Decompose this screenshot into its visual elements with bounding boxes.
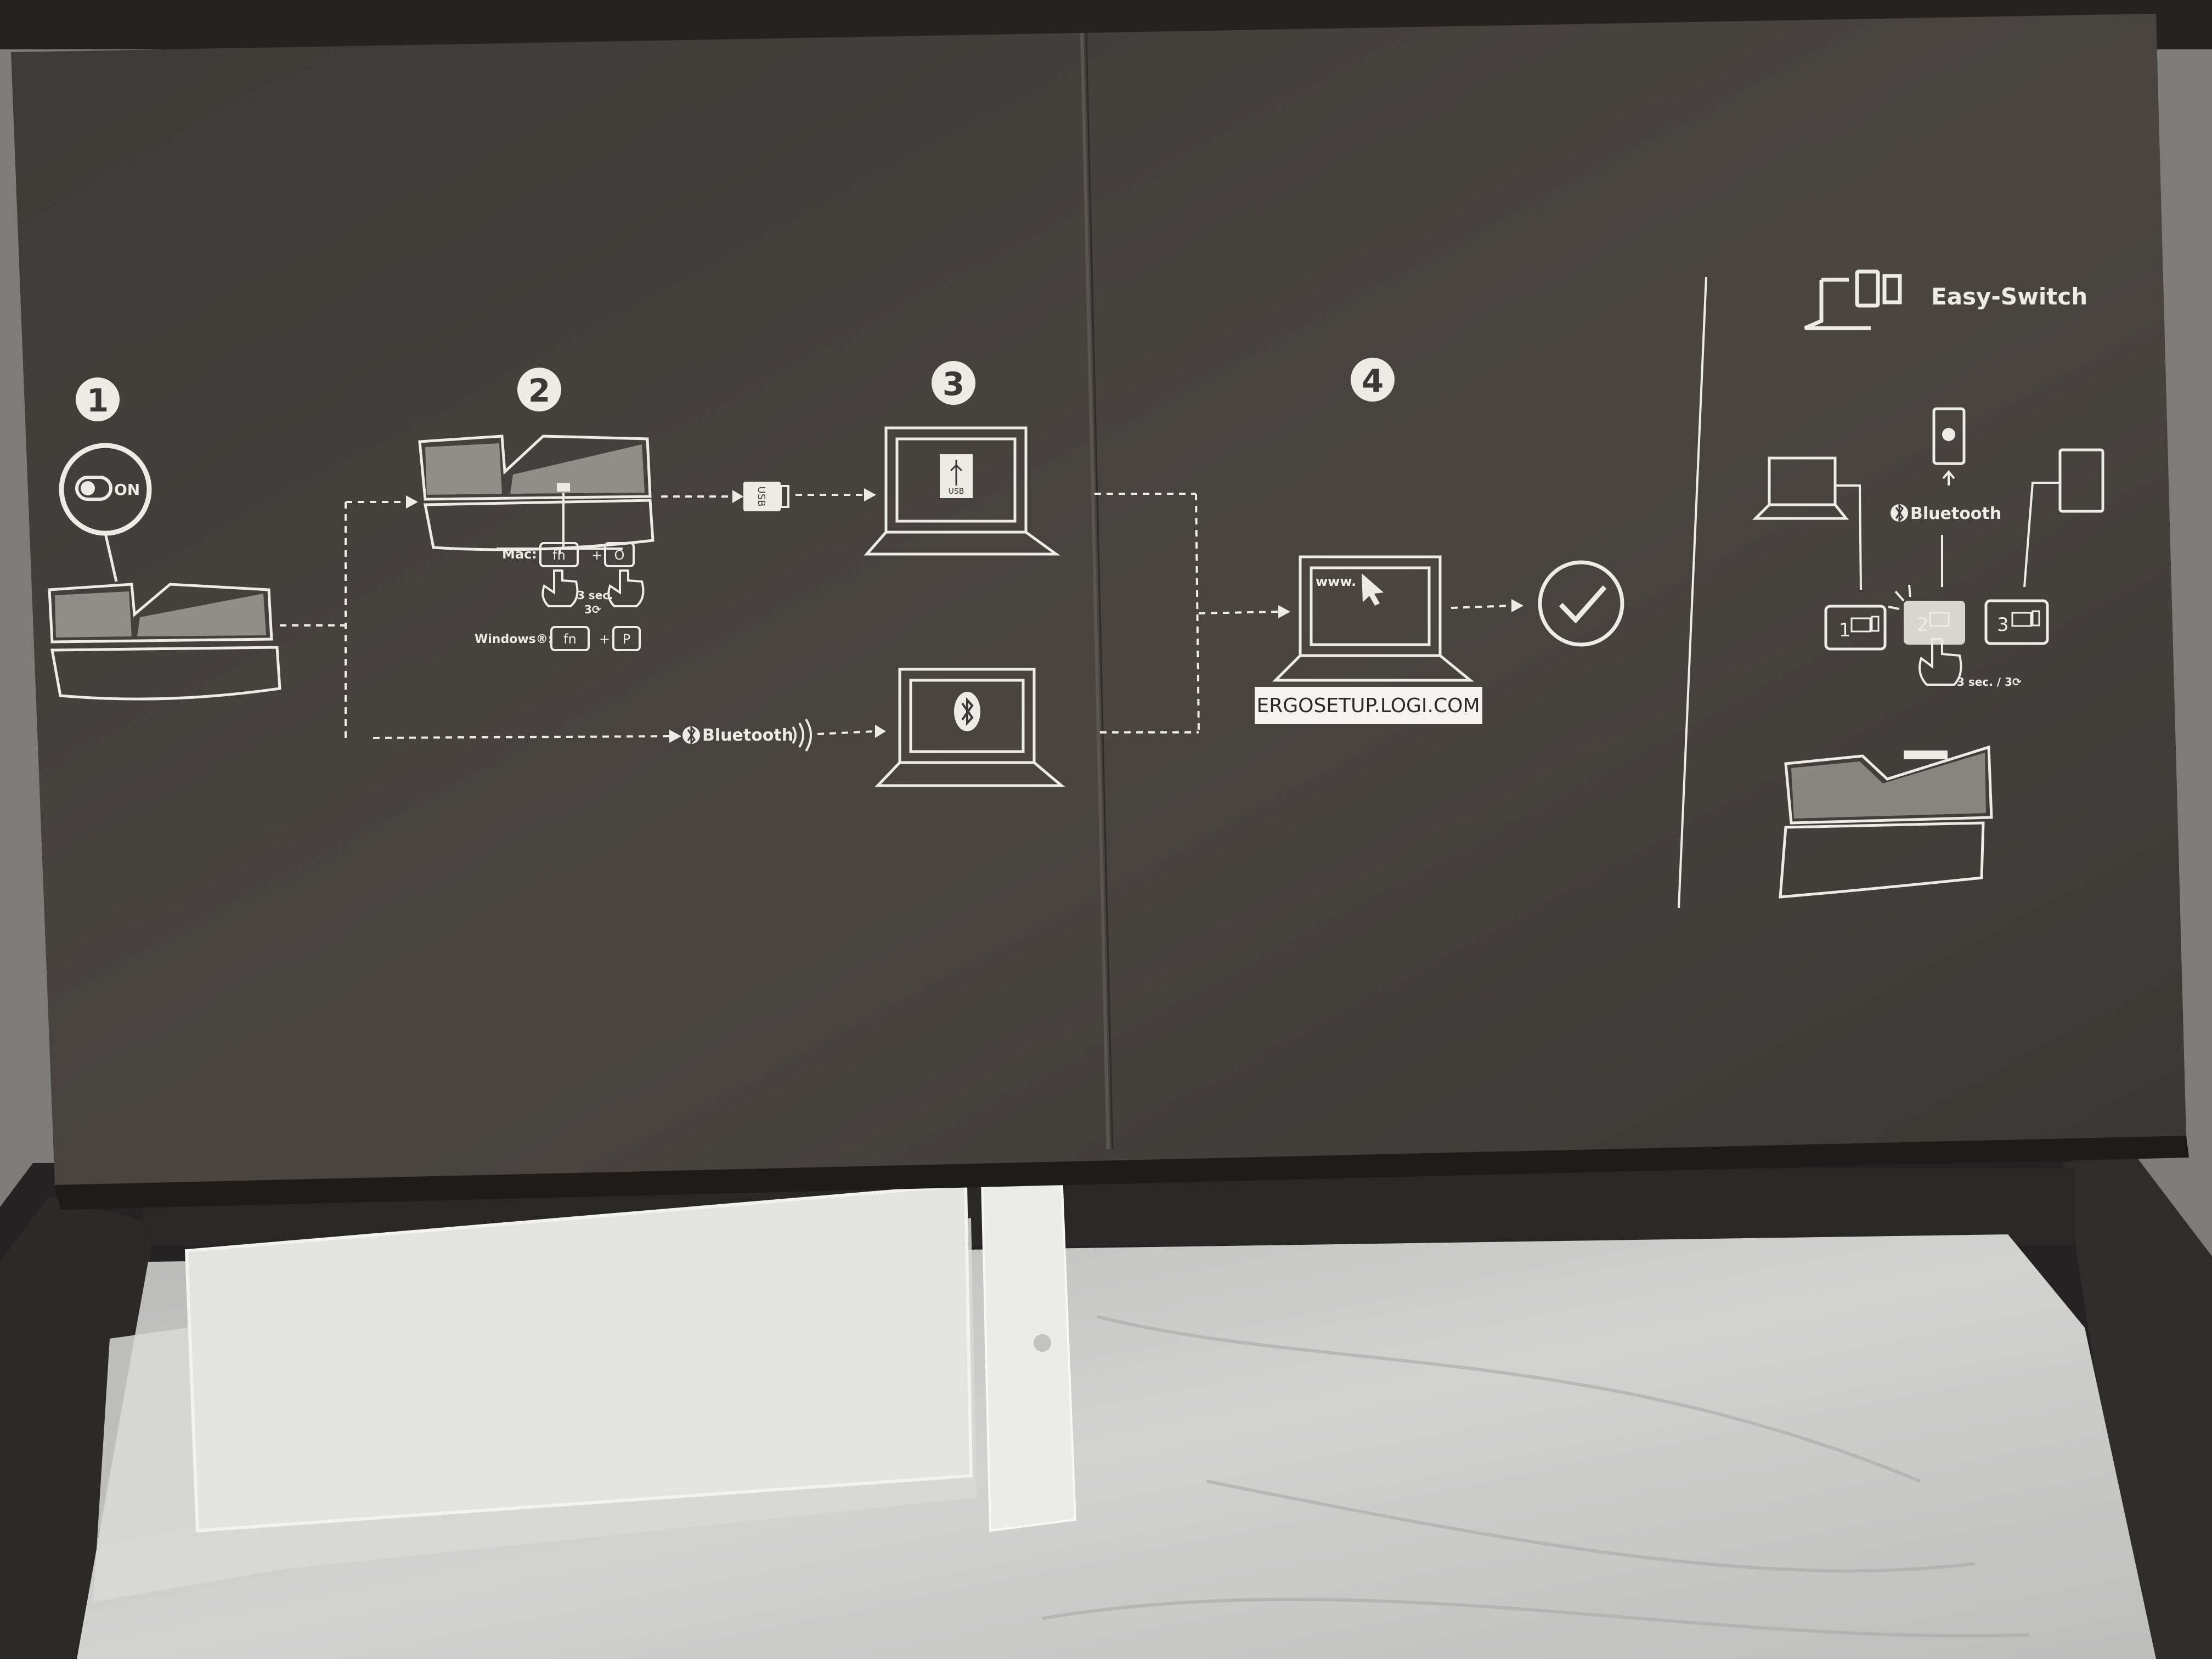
laptop-setup [1272, 555, 1475, 682]
cursor-arrow-icon [1362, 573, 1384, 606]
channel-key-3-number: 3 [1997, 614, 2009, 636]
lid-fold-crease [1080, 32, 1110, 1150]
usb-icon: USB [940, 454, 973, 498]
mac-o-key-label: O [614, 548, 625, 563]
plastic-film [184, 1183, 973, 1533]
step-3: 3 USB Bluetooth [682, 361, 1065, 787]
bluetooth-screen-icon [954, 692, 980, 731]
step-4: 4 www. ERGOSETUP.LOGI.COM [1255, 358, 1624, 724]
easy-switch-title: Easy-Switch [1931, 283, 2087, 310]
flow-split [345, 495, 681, 743]
power-switch-icon [75, 476, 112, 501]
step-2-badge [517, 368, 561, 411]
channel-key-1-number: 1 [1839, 619, 1851, 641]
bluetooth-label: Bluetooth [702, 726, 793, 745]
channel-hand-press-icon [1918, 638, 1962, 686]
setup-url: ERGOSETUP.LOGI.COM [1256, 695, 1480, 717]
phone-bluetooth-icon [1942, 428, 1955, 441]
device-laptop-icon [1752, 456, 1849, 520]
channel-key-2 [1904, 601, 1965, 645]
channel-key-1 [1824, 605, 1887, 651]
checkmark-icon [1559, 585, 1607, 624]
easy-switch-icon [1804, 269, 1902, 330]
plastic-hang-tab [980, 1172, 1077, 1532]
mac-o-key [604, 542, 635, 567]
step-3-number: 3 [943, 365, 964, 403]
channel-key-2-number: 2 [1917, 614, 1929, 636]
www-label: www. [1316, 574, 1356, 589]
tray-right-wall [2063, 1147, 2212, 1659]
mac-label: Mac: [502, 546, 537, 562]
bluetooth-signal-waves [792, 718, 812, 752]
keyboard-illustration-3 [1779, 745, 1993, 899]
device-tablet-icon [2058, 448, 2104, 513]
hand-press-icon [541, 569, 645, 607]
setup-url-box [1255, 687, 1482, 724]
easy-switch-divider [1678, 276, 1707, 909]
checkmark-circle [1538, 560, 1624, 647]
laptop-bluetooth [874, 668, 1065, 787]
bluetooth-icon [682, 725, 700, 745]
step-1-badge [76, 377, 120, 421]
easy-switch-panel: Easy-Switch Bluetooth 1 2 [1752, 269, 2104, 899]
win-p-key-label: P [623, 631, 630, 647]
lid-fold-highlight [1085, 32, 1114, 1150]
mac-plus: + [591, 548, 602, 563]
easy-switch-bluetooth-label: Bluetooth [1910, 504, 2001, 523]
channel-active-glow [1888, 584, 1911, 610]
lid-board [11, 14, 2186, 1185]
win-fn-key [550, 626, 590, 651]
mac-fn-key-label: fn [552, 548, 566, 563]
usb-screen-label: USB [949, 487, 964, 496]
win-fn-key-label: fn [563, 631, 577, 647]
step-4-badge [1351, 358, 1395, 402]
keyboard-illustration-1 [48, 583, 281, 701]
step-2-number: 2 [528, 372, 550, 409]
win-p-key [612, 626, 641, 651]
lid-bottom-edge [55, 1136, 2189, 1210]
device-phone-icon [1932, 407, 1966, 465]
win-plus: + [599, 631, 610, 647]
easy-switch-bluetooth-icon [1891, 503, 1908, 523]
windows-label: Windows®: [475, 633, 553, 646]
step-1: 1 ON [48, 377, 346, 701]
easy-switch-hold-time: 3 sec. / 3⟳ [1957, 675, 2022, 689]
step-2: 2 Mac: fn + O 3 sec. 3⟳ Windows®: fn + P [418, 368, 654, 651]
hang-tab-hole [1034, 1334, 1051, 1352]
connectors-step4 [1094, 493, 1290, 733]
switch-on-label: ON [114, 481, 140, 499]
mac-fn-key [539, 542, 579, 567]
step-4-number: 4 [1362, 362, 1384, 399]
usb-path: USB [661, 482, 876, 511]
tissue-wrinkles [1042, 1315, 2030, 1638]
hold-time-line1: 3 sec. [577, 589, 613, 602]
usb-receiver-label: USB [755, 487, 767, 507]
laptop-usb [864, 426, 1060, 556]
step-3-badge [932, 361, 975, 405]
usb-receiver-icon: USB [743, 482, 789, 511]
channel-key-3 [1984, 599, 2049, 645]
step-1-number: 1 [87, 382, 109, 419]
hold-time-line2: 3⟳ [584, 603, 601, 616]
